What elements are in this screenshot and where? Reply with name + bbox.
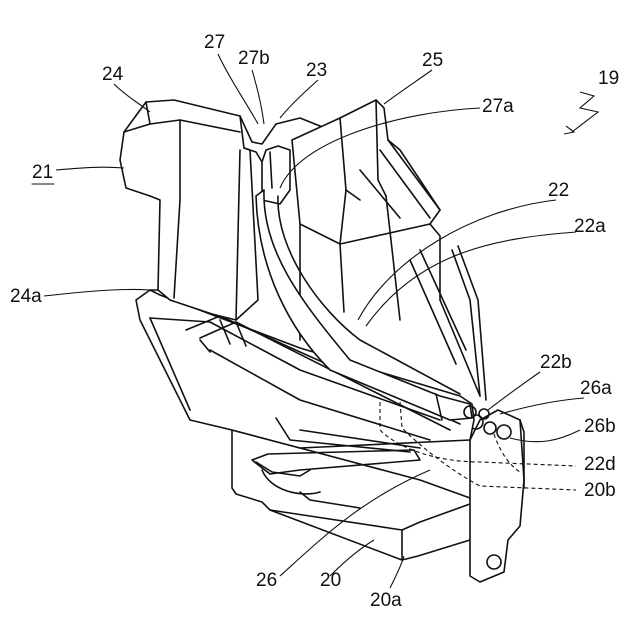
label-27a: 27a: [482, 96, 514, 117]
label-27b: 27b: [238, 48, 270, 69]
label-20a: 20a: [370, 590, 402, 611]
plate-26: [469, 410, 524, 582]
label-24: 24: [102, 64, 124, 85]
label-23: 23: [306, 60, 327, 81]
label-22b: 22b: [540, 352, 572, 373]
label-26a: 26a: [580, 378, 612, 399]
label-22a: 22a: [574, 216, 606, 237]
label-20: 20: [320, 570, 341, 591]
label-20b: 20b: [584, 480, 616, 501]
label-22: 22: [548, 180, 569, 201]
label-19: 19: [598, 68, 619, 89]
housing-20: [232, 430, 472, 560]
label-27: 27: [204, 32, 225, 53]
label-24a: 24a: [10, 286, 42, 307]
label-25: 25: [422, 50, 443, 71]
label-21: 21: [32, 162, 53, 183]
label-22d: 22d: [584, 454, 616, 475]
label-26: 26: [256, 570, 277, 591]
label-26b: 26b: [584, 416, 616, 437]
bracket-21: [120, 100, 258, 320]
